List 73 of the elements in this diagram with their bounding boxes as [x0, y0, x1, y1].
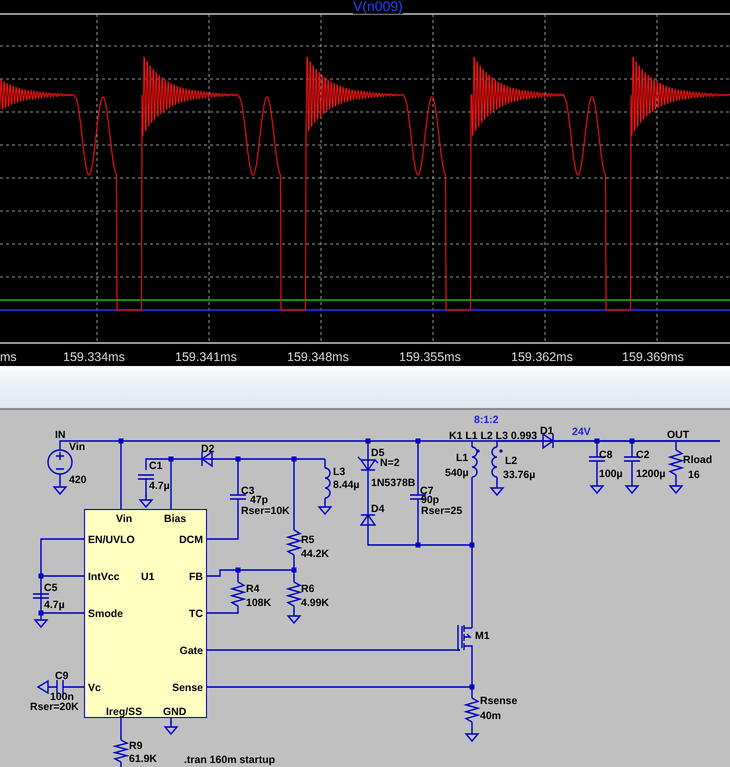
component-label: R5	[301, 534, 314, 546]
pin-label: Gate	[180, 645, 203, 657]
component-label: L2	[505, 455, 518, 467]
pin-label: IntVcc	[88, 571, 120, 583]
component-value: 100n	[50, 691, 74, 703]
pin-label: Ireg/SS	[106, 706, 142, 718]
component-label: R9	[129, 740, 142, 752]
axis-tick-label: 159.355ms	[399, 350, 461, 364]
component-value: 44.2K	[301, 548, 330, 560]
ic-block	[84, 509, 207, 718]
component-label: C2	[636, 449, 650, 461]
plot-title: V(n009)	[353, 0, 403, 14]
component-value: 4.99K	[301, 597, 330, 609]
axis-tick-label: 159.341ms	[175, 350, 237, 364]
component-label: L1	[456, 452, 468, 464]
component-label: C5	[44, 582, 58, 594]
component-label: C8	[599, 449, 612, 461]
component-value: 47p	[250, 494, 268, 506]
net-label: OUT	[667, 429, 690, 441]
part-label: U1	[141, 571, 154, 583]
component-label: Rsense	[480, 695, 518, 707]
net-label: IN	[55, 429, 66, 441]
component-label: L3	[333, 466, 346, 478]
coupling-label: K1 L1 L2 L3 0.993	[449, 430, 538, 442]
ratio-label: 8:1:2	[474, 414, 499, 426]
component-value: Rser=20K	[30, 701, 79, 713]
component-value: 1200µ	[636, 468, 666, 480]
pin-label: TC	[189, 608, 203, 620]
component-label: Vin	[69, 441, 86, 453]
pin-label: EN/UVLO	[88, 534, 135, 546]
component-value: 420	[69, 474, 87, 486]
component-label: D4	[371, 503, 384, 515]
component-value: 100µ	[599, 468, 623, 480]
component-value: 4.7µ	[149, 480, 170, 492]
component-label: D2	[201, 443, 214, 455]
component-label: D1	[540, 425, 554, 437]
component-value: 1N5378B	[371, 477, 416, 489]
component-value: Rser=25	[421, 505, 462, 517]
simulation-directive: .tran 160m startup	[184, 754, 276, 766]
axis-tick-label: 159.362ms	[511, 350, 573, 364]
component-label: C9	[55, 670, 68, 682]
component-label: R4	[246, 583, 260, 595]
component-label: C7	[420, 485, 434, 497]
component-value: 40m	[480, 710, 502, 722]
component-label: D5	[371, 447, 384, 459]
component-value: 540µ	[445, 467, 469, 479]
component-label: R6	[301, 583, 314, 595]
component-value: N=2	[380, 457, 400, 469]
axis-tick-label: 159.348ms	[287, 350, 349, 364]
pin-label: Vin	[116, 513, 132, 525]
component-label: C3	[241, 485, 254, 497]
component-label: Rload	[683, 454, 712, 466]
net-label: 24V	[572, 426, 591, 438]
component-value: 8.44µ	[333, 479, 360, 491]
component-value: 16	[688, 469, 700, 481]
component-value: 108K	[246, 597, 272, 609]
component-value: 61.9K	[129, 753, 158, 765]
component-value: 4.7µ	[44, 599, 65, 611]
component-value: 33.76µ	[503, 469, 536, 481]
component-value: Rser=10K	[241, 505, 290, 517]
axis-tick-label: 159.334ms	[63, 350, 125, 364]
axis-tick-label: 159.369ms	[622, 350, 684, 364]
pin-label: FB	[189, 571, 203, 583]
pin-label: Bias	[164, 513, 186, 525]
axis-tick-label: ms	[0, 350, 17, 364]
pin-label: DCM	[179, 534, 203, 546]
pin-label: Vc	[88, 682, 101, 694]
pin-label: GND	[163, 706, 186, 718]
component-label: M1	[475, 630, 490, 642]
pin-label: Sense	[172, 682, 203, 694]
pin-label: Smode	[88, 608, 124, 620]
component-label: C1	[149, 460, 162, 472]
component-value: 90p	[421, 494, 440, 506]
